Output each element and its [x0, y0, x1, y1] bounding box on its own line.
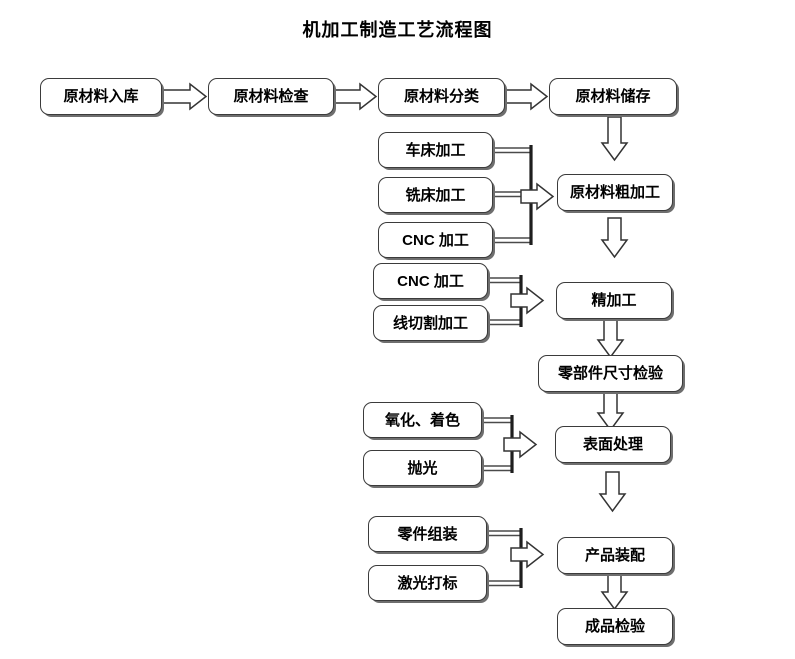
arrow-raw-check-to-raw-sort — [333, 82, 378, 111]
node-label: 原材料入库 — [63, 88, 139, 105]
arrow-raw-in-to-raw-check — [161, 82, 208, 111]
node-rough-machining[interactable]: 原材料粗加工 — [557, 174, 673, 211]
node-label: 抛光 — [407, 459, 438, 477]
node-dimension-inspection[interactable]: 零部件尺寸检验 — [538, 355, 683, 392]
node-raw-store[interactable]: 原材料储存 — [549, 78, 677, 115]
arrow-raw-store-to-rough-machining — [600, 116, 629, 162]
arrow-rough-machining-to-fine-machining — [600, 217, 629, 259]
merge-bracket-rough — [493, 145, 555, 245]
node-label: 零件组装 — [397, 525, 458, 543]
node-label: 精加工 — [591, 292, 637, 309]
merge-bracket-assembly — [488, 528, 545, 588]
node-label: 零部件尺寸检验 — [557, 365, 663, 382]
node-mill[interactable]: 铣床加工 — [378, 177, 493, 213]
node-part-assembly[interactable]: 零件组装 — [368, 516, 487, 552]
node-final-inspection[interactable]: 成品检验 — [557, 608, 673, 645]
node-label: 原材料粗加工 — [569, 184, 660, 201]
merge-bracket-finish — [488, 275, 545, 327]
node-label: 表面处理 — [582, 436, 643, 453]
node-polish[interactable]: 抛光 — [363, 450, 482, 486]
arrow-product-assembly-to-final-inspection — [600, 574, 629, 611]
node-surface-treatment[interactable]: 表面处理 — [555, 426, 671, 463]
node-label: 原材料分类 — [403, 88, 479, 105]
node-label: 原材料检查 — [233, 88, 309, 105]
node-anodize[interactable]: 氧化、着色 — [363, 402, 482, 438]
node-raw-in[interactable]: 原材料入库 — [40, 78, 162, 115]
node-label: CNC 加工 — [397, 272, 464, 290]
node-label: 车床加工 — [405, 141, 466, 159]
node-raw-check[interactable]: 原材料检查 — [208, 78, 334, 115]
node-label: 线切割加工 — [392, 314, 468, 332]
node-cnc-finish[interactable]: CNC 加工 — [373, 263, 488, 299]
arrow-fine-machining-to-inspection — [596, 319, 625, 359]
node-label: 氧化、着色 — [384, 411, 460, 429]
node-label: 原材料储存 — [575, 88, 651, 105]
node-wire-edm[interactable]: 线切割加工 — [373, 305, 488, 341]
node-fine-machining[interactable]: 精加工 — [556, 282, 672, 319]
page-title: 机加工制造工艺流程图 — [302, 20, 493, 40]
node-product-assembly[interactable]: 产品装配 — [557, 537, 673, 574]
arrow-raw-sort-to-raw-store — [504, 82, 549, 111]
node-lathe[interactable]: 车床加工 — [378, 132, 493, 168]
node-label: CNC 加工 — [402, 231, 469, 249]
node-laser-mark[interactable]: 激光打标 — [368, 565, 487, 601]
arrow-inspection-to-surface — [596, 392, 625, 432]
node-raw-sort[interactable]: 原材料分类 — [378, 78, 505, 115]
node-label: 激光打标 — [397, 574, 458, 592]
node-cnc-rough[interactable]: CNC 加工 — [378, 222, 493, 258]
arrow-surface-to-product-assembly — [598, 471, 627, 513]
node-label: 产品装配 — [584, 547, 645, 564]
merge-bracket-surface — [483, 415, 538, 473]
node-label: 成品检验 — [584, 618, 645, 635]
node-label: 铣床加工 — [405, 186, 466, 204]
